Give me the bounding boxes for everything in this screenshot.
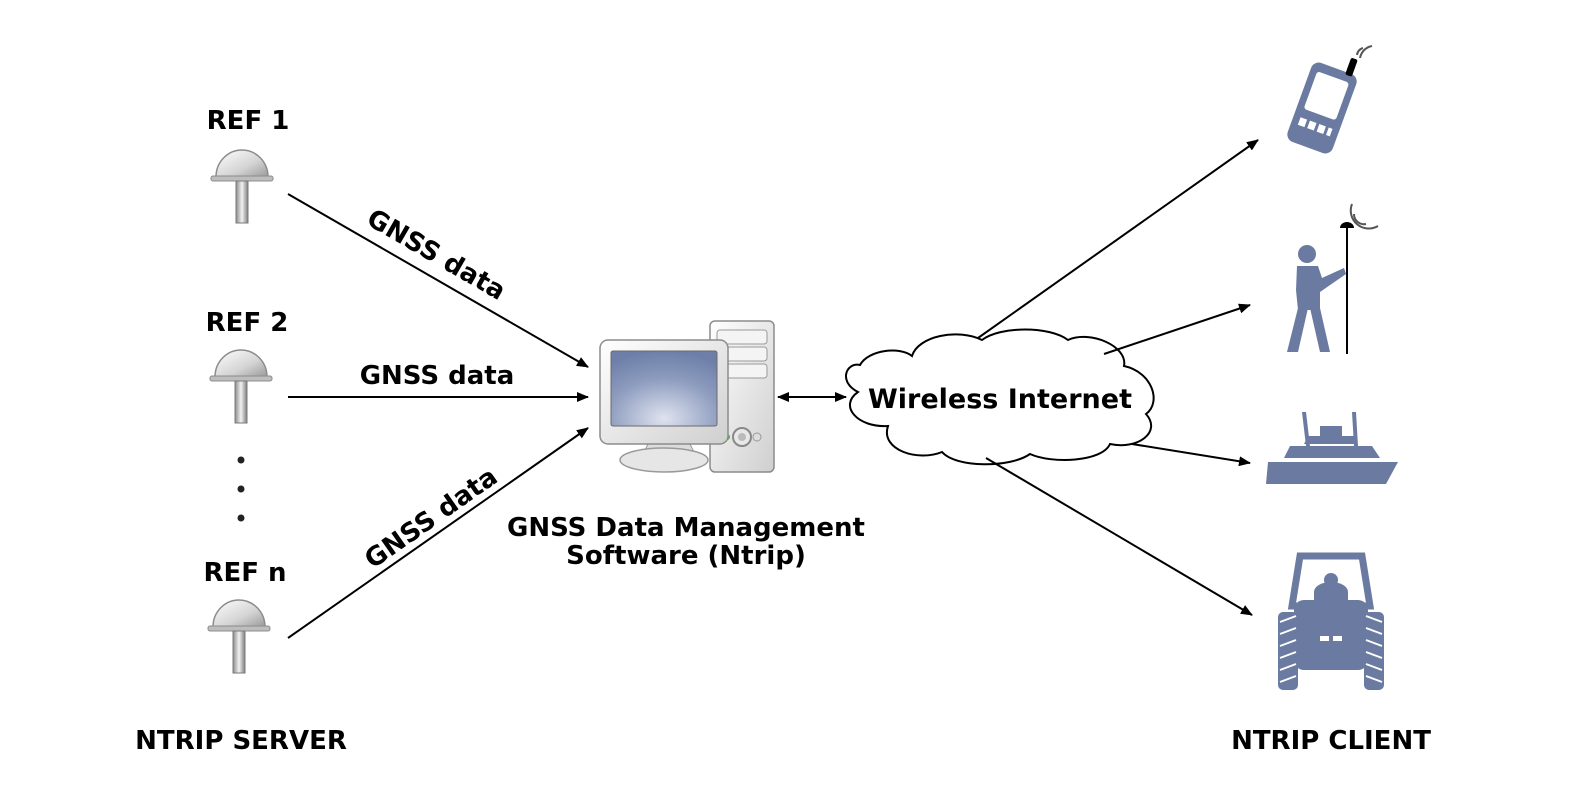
surveyor-with-rover-icon — [1287, 203, 1379, 354]
arrow-to-surveyor — [1103, 303, 1251, 355]
arrow-to-phone — [977, 139, 1259, 339]
boat-icon — [1266, 412, 1398, 484]
wireless-internet-label: Wireless Internet — [868, 384, 1132, 415]
ntrip-server-label: NTRIP SERVER — [135, 726, 347, 756]
ntrip-client-label: NTRIP CLIENT — [1231, 726, 1431, 756]
tractor-icon — [1278, 552, 1384, 690]
antenna-icon — [209, 349, 273, 424]
arrow-ref1-to-server — [287, 193, 589, 368]
antenna-icon — [207, 599, 271, 674]
arrow-to-boat — [1131, 443, 1251, 467]
gnss-data-label-3: GNSS data — [359, 462, 503, 575]
ref-2-label: REF 2 — [206, 308, 289, 338]
ellipsis-dots — [237, 456, 245, 522]
mobile-phone-icon — [1287, 45, 1373, 154]
server-computer-icon — [599, 320, 775, 473]
server-label-line-2: Software (Ntrip) — [566, 541, 806, 571]
gnss-data-label-2: GNSS data — [360, 361, 515, 391]
server-label-line-1: GNSS Data Management — [507, 513, 865, 543]
ref-n-label: REF n — [203, 558, 286, 588]
antenna-icon — [210, 149, 274, 224]
ref-1-label: REF 1 — [207, 106, 290, 136]
arrow-to-tractor — [985, 457, 1253, 616]
cloud-shape — [845, 328, 1155, 466]
arrow-refn-to-server — [287, 427, 589, 639]
gnss-data-label-1: GNSS data — [362, 203, 511, 306]
